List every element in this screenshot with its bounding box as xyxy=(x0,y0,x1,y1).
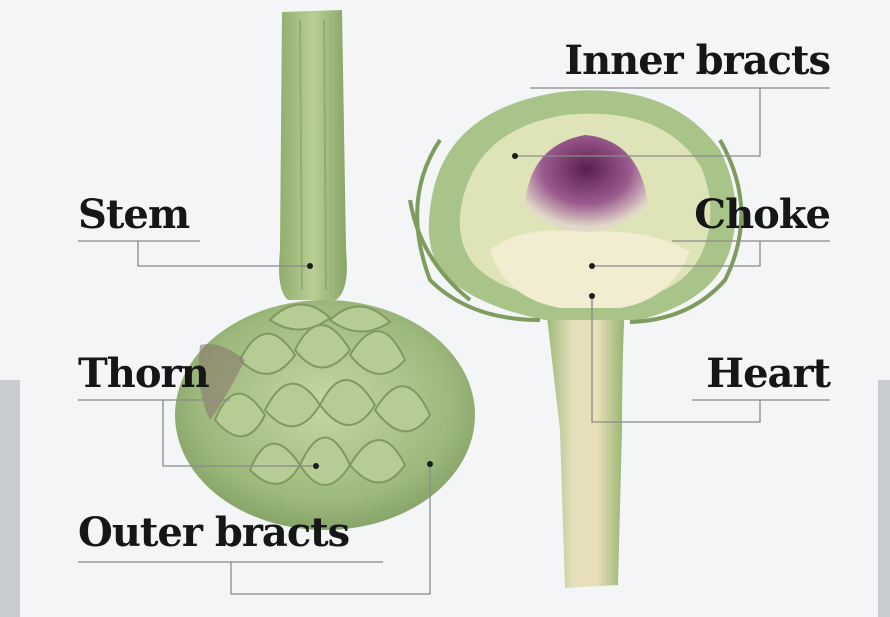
halved-artichoke-stem xyxy=(545,300,625,588)
inner-bracts-leader-dot xyxy=(512,153,518,159)
whole-artichoke-stem xyxy=(279,10,347,300)
label-heart: Heart xyxy=(706,351,830,397)
right-edge-shadow xyxy=(878,380,890,617)
whole-artichoke xyxy=(175,10,475,530)
outer-bracts-leader-dot xyxy=(427,461,433,467)
stem-leader-line xyxy=(78,241,310,266)
stem-leader-dot xyxy=(307,263,313,269)
label-outer-bracts: Outer bracts xyxy=(78,510,349,556)
heart-leader-dot xyxy=(589,293,595,299)
label-inner-bracts: Inner bracts xyxy=(564,38,830,84)
choke-leader-dot xyxy=(589,263,595,269)
halved-artichoke xyxy=(410,90,741,588)
label-choke: Choke xyxy=(694,192,830,238)
label-thorn: Thorn xyxy=(78,351,209,397)
thorn-leader-dot xyxy=(313,463,319,469)
label-stem: Stem xyxy=(78,192,189,238)
left-edge-shadow xyxy=(0,380,20,617)
